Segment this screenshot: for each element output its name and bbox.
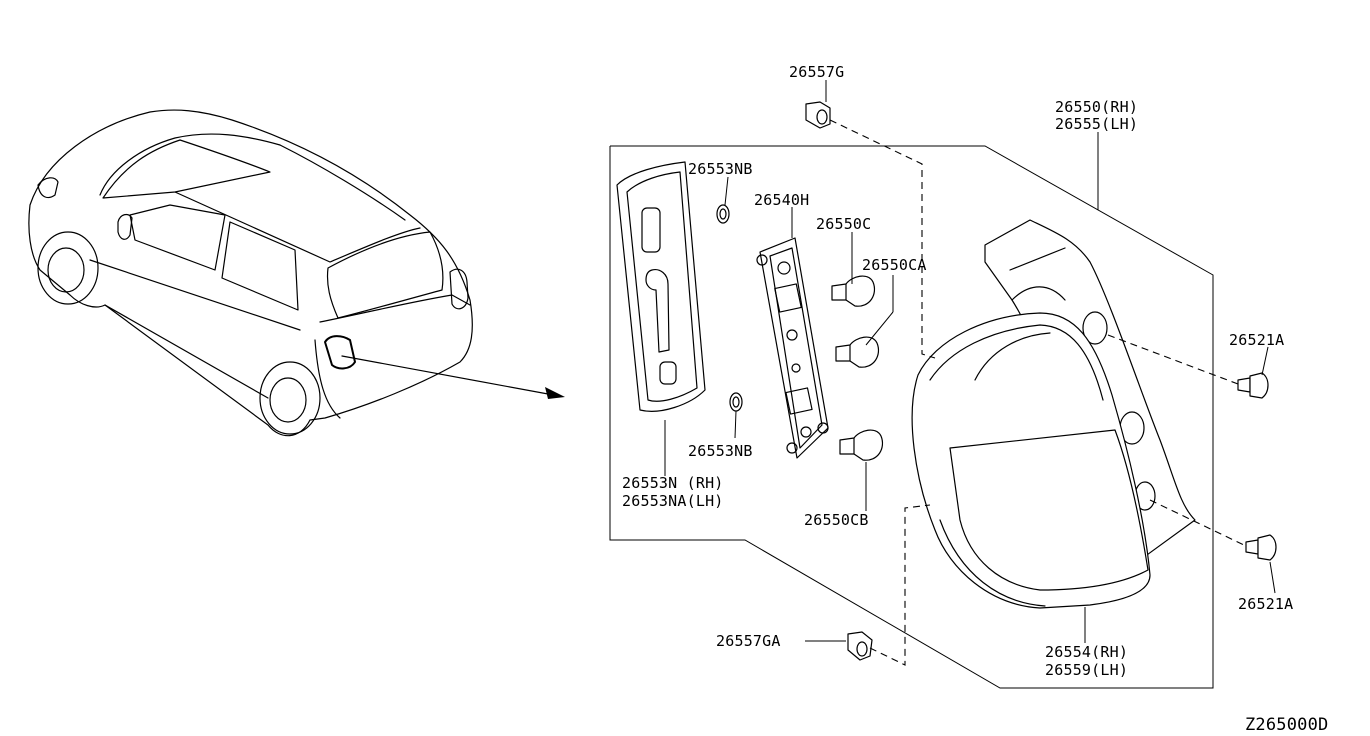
callout-lamp-assy-rh: 26550(RH) <box>1055 98 1138 116</box>
grommet-lower <box>729 392 743 412</box>
exploded-view-frame <box>609 145 1214 689</box>
callout-lamp-assy-lh: 26555(LH) <box>1055 115 1138 133</box>
callout-screw-lower: 26521A <box>1238 595 1293 613</box>
gasket-part <box>616 161 706 412</box>
bulb-c <box>831 275 876 307</box>
bulb-ca <box>835 336 880 368</box>
callout-clip-bottom: 26557GA <box>716 632 781 650</box>
callout-lens-rh: 26554(RH) <box>1045 643 1128 661</box>
assembly-dashed-lines <box>829 119 1247 666</box>
callout-labels: 26557G 26550(RH) 26555(LH) 26553NB 26540… <box>622 63 1328 735</box>
callout-bulb-ca: 26550CA <box>862 256 927 274</box>
callout-screw-upper: 26521A <box>1229 331 1284 349</box>
clip-bottom <box>847 631 873 661</box>
callout-bulb-cb: 26550CB <box>804 511 869 529</box>
callout-clip-top: 26557G <box>789 63 844 81</box>
socket-harness-part <box>756 237 829 459</box>
callout-gasket-lh: 26553NA(LH) <box>622 492 724 510</box>
leader-lines <box>664 80 1276 643</box>
lamp-lens-part <box>911 312 1151 609</box>
callout-lens-lh: 26559(LH) <box>1045 661 1128 679</box>
clip-top <box>805 101 831 129</box>
callout-grommet-lower: 26553NB <box>688 442 753 460</box>
screw-upper <box>1237 372 1269 399</box>
diagram-id: Z265000D <box>1245 715 1328 735</box>
grommet-upper <box>716 204 730 224</box>
callout-bulb-c: 26550C <box>816 215 871 233</box>
screw-lower <box>1245 534 1277 561</box>
vehicle-illustration <box>28 109 565 437</box>
callout-gasket-rh: 26553N (RH) <box>622 474 724 492</box>
callout-grommet-upper: 26553NB <box>688 160 753 178</box>
bulb-cb <box>839 429 884 461</box>
callout-socket-harness: 26540H <box>754 191 809 209</box>
